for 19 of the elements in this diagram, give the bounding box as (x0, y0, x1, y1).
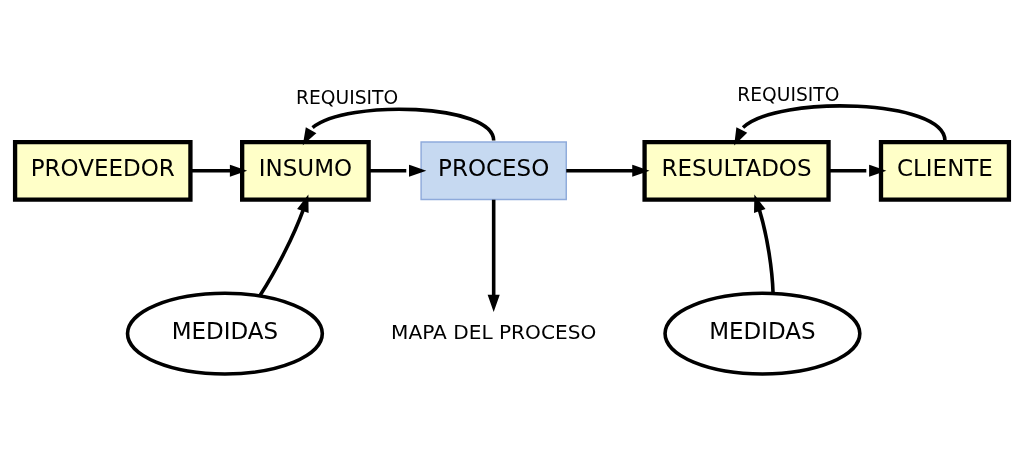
node-box: INSUMO (240, 139, 371, 202)
node-text: MAPA DEL PROCESO (391, 319, 597, 344)
node-ellipse: MEDIDAS (125, 290, 325, 376)
node-box: RESULTADOS (642, 139, 831, 202)
arrow (487, 199, 500, 312)
arrow (258, 194, 309, 296)
edge-label: REQUISITO (737, 83, 840, 105)
node-box: PROCESO (420, 140, 567, 200)
arrow (734, 103, 947, 145)
arrow (302, 106, 496, 145)
arrow (369, 164, 427, 177)
arrow (754, 194, 775, 293)
node-ellipse: MEDIDAS (663, 290, 862, 376)
node-box: CLIENTE (878, 139, 1012, 202)
edge-label: REQUISITO (296, 86, 399, 108)
arrow (828, 164, 887, 177)
arrow (566, 164, 650, 177)
node-box: PROVEEDOR (12, 139, 193, 202)
arrow (190, 164, 248, 177)
